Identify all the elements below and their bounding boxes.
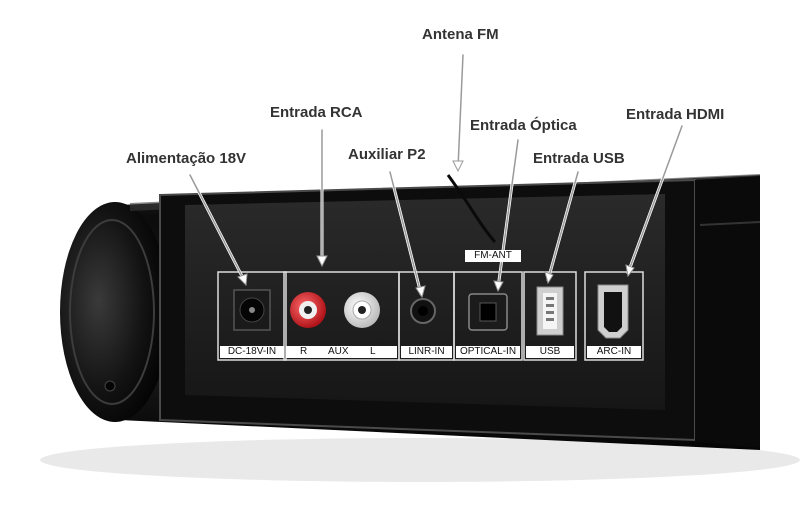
label-linr-in: LINR-IN xyxy=(401,346,452,358)
optical-box xyxy=(453,271,523,361)
callout-auxiliar-p2: Auxiliar P2 xyxy=(348,146,426,163)
label-rca-aux: AUX xyxy=(328,346,349,357)
dc-jack-pin xyxy=(249,307,255,313)
label-arc-in: ARC-IN xyxy=(587,346,641,358)
label-usb: USB xyxy=(526,346,574,358)
end-cap-ring xyxy=(69,219,155,405)
dc-box xyxy=(217,271,287,361)
usb-contacts xyxy=(546,297,554,321)
rca-white-center xyxy=(358,306,366,314)
callout-antena-fm: Antena FM xyxy=(422,26,499,43)
label-dc-in: DC-18V-IN xyxy=(220,346,284,358)
right-seam xyxy=(699,221,761,226)
callout-entrada-usb: Entrada USB xyxy=(533,150,625,167)
leader-lines xyxy=(189,54,683,295)
soundbar-end-cap xyxy=(60,202,170,422)
callout-entrada-rca: Entrada RCA xyxy=(270,104,363,121)
right-body-section xyxy=(695,176,760,448)
label-fm-ant: FM-ANT xyxy=(465,250,521,262)
callout-entrada-optica: Entrada Óptica xyxy=(470,117,577,134)
rca-red-center xyxy=(304,306,312,314)
hdmi-port-hole xyxy=(604,292,622,332)
optical-port-hole xyxy=(479,302,497,322)
label-optical-in: OPTICAL-IN xyxy=(456,346,520,358)
floor-shadow xyxy=(40,438,800,482)
hdmi-box xyxy=(584,271,644,361)
aux-jack-hole xyxy=(418,306,428,316)
label-rca-r: R xyxy=(300,346,308,357)
callout-alimentacao: Alimentação 18V xyxy=(126,150,247,167)
port-outlines xyxy=(217,271,644,361)
label-rca-l: L xyxy=(370,346,376,357)
callout-entrada-hdmi: Entrada HDMI xyxy=(626,106,725,123)
fm-antenna-wire xyxy=(446,174,497,243)
screw-hole xyxy=(104,380,116,392)
leader-arrowheads xyxy=(237,160,635,299)
label-rca-strip: R AUX L xyxy=(286,346,397,358)
